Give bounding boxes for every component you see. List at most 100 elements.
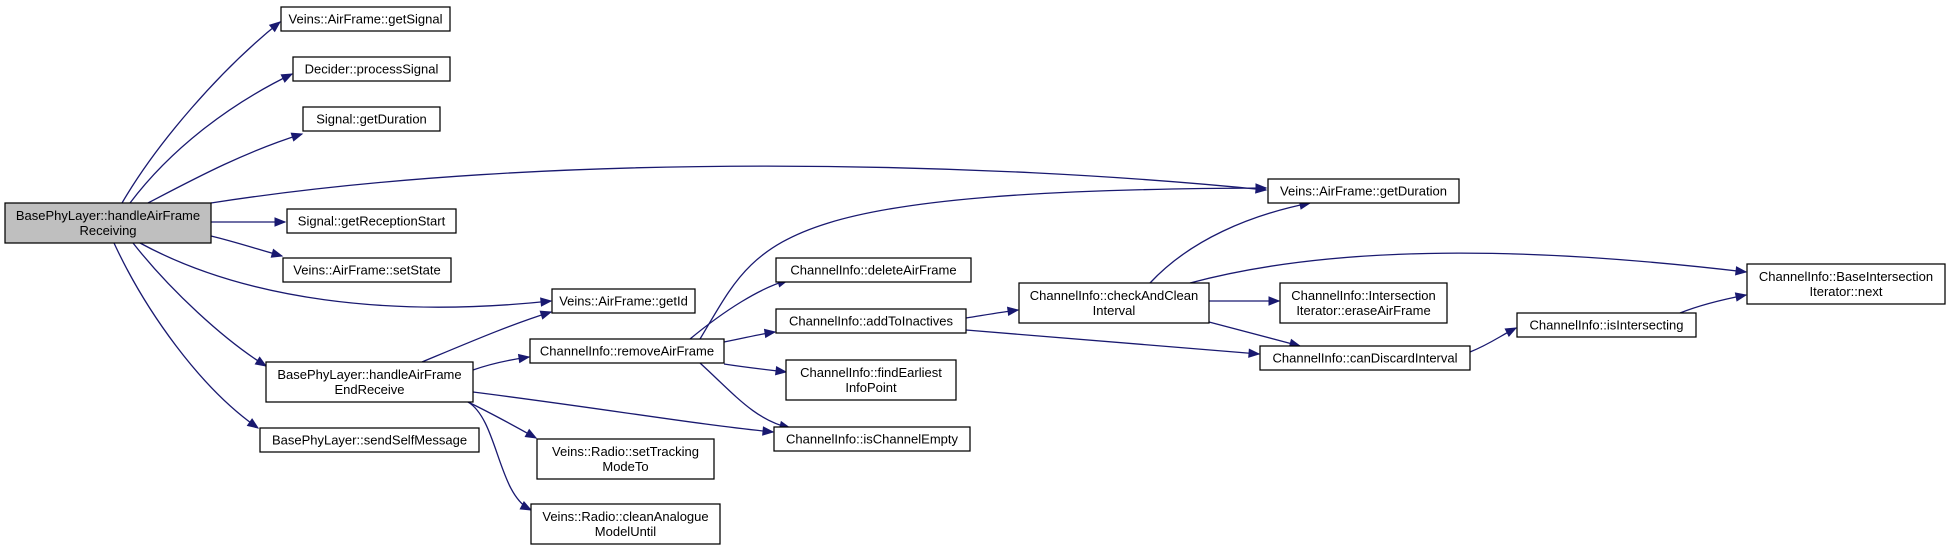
node-box xyxy=(785,359,957,401)
node-setState[interactable]: Veins::AirFrame::setState xyxy=(282,257,452,283)
node-isIntersecting[interactable]: ChannelInfo::isIntersecting xyxy=(1516,312,1697,338)
node-box xyxy=(265,361,474,403)
edge-arrowhead xyxy=(1006,306,1020,317)
edge-line xyxy=(699,187,1267,340)
node-box xyxy=(530,503,721,545)
edge-line xyxy=(1149,202,1311,284)
node-label: ChannelInfo::isChannelEmpty xyxy=(786,432,958,447)
edge-line xyxy=(210,165,1267,204)
edge-line xyxy=(129,73,293,204)
node-label: Signal::getDuration xyxy=(316,112,427,127)
edge-addToInactives-to-canDiscard xyxy=(965,329,1261,358)
edge-root-to-getReceptionStart xyxy=(211,217,287,227)
node-box xyxy=(536,438,715,480)
edge-isIntersecting-to-biNext xyxy=(1679,292,1748,314)
node-getReceptionStart[interactable]: Signal::getReceptionStart xyxy=(286,208,457,234)
edge-endReceive-to-cleanAnalogue xyxy=(467,401,533,511)
node-box xyxy=(1018,282,1210,324)
edge-arrowhead xyxy=(274,217,287,227)
edge-root-to-endReceive xyxy=(132,242,268,367)
node-deleteAirFrame[interactable]: ChannelInfo::deleteAirFrame xyxy=(775,257,972,283)
node-afGetDuration[interactable]: Veins::AirFrame::getDuration xyxy=(1267,178,1460,204)
node-label: Decider::processSignal xyxy=(305,62,439,77)
edge-checkAndClean-to-eraseAirFrame xyxy=(1208,296,1281,306)
edge-arrowhead xyxy=(268,21,282,33)
edge-endReceive-to-setTracking xyxy=(467,401,538,439)
edge-root-to-processSignal xyxy=(129,73,294,204)
node-label: Veins::AirFrame::getDuration xyxy=(1280,184,1447,199)
node-box xyxy=(1746,263,1946,305)
node-label: ChannelInfo::checkAndClean xyxy=(1030,288,1198,303)
edge-arrowhead xyxy=(254,356,268,367)
node-label: Veins::Radio::setTracking xyxy=(552,444,699,459)
node-box xyxy=(773,426,971,452)
edge-removeAirFrame-to-addToInactives xyxy=(723,328,777,343)
node-box xyxy=(259,427,480,453)
node-addToInactives[interactable]: ChannelInfo::addToInactives xyxy=(775,308,967,334)
node-label: ModeTo xyxy=(602,459,648,474)
edge-root-to-sendSelf xyxy=(113,242,260,429)
edge-root-to-getId xyxy=(139,242,553,308)
node-getId[interactable]: Veins::AirFrame::getId xyxy=(551,288,696,314)
node-sigGetDuration[interactable]: Signal::getDuration xyxy=(302,106,441,132)
edge-endReceive-to-isChannelEmpty xyxy=(472,391,775,436)
edge-arrowhead xyxy=(524,428,538,439)
node-label: ChannelInfo::findEarliest xyxy=(800,365,942,380)
edge-line xyxy=(113,242,259,429)
edge-arrowhead xyxy=(1504,327,1518,337)
edge-line xyxy=(210,235,283,257)
node-removeAirFrame[interactable]: ChannelInfo::removeAirFrame xyxy=(529,338,725,364)
node-label: ChannelInfo::isIntersecting xyxy=(1530,318,1684,333)
edge-arrowhead xyxy=(290,132,304,142)
node-label: ChannelInfo::addToInactives xyxy=(789,314,954,329)
edge-removeAirFrame-to-afGetDuration xyxy=(699,183,1268,340)
node-label: Veins::AirFrame::getId xyxy=(559,294,688,309)
node-label: ChannelInfo::canDiscardInterval xyxy=(1273,351,1458,366)
node-canDiscard[interactable]: ChannelInfo::canDiscardInterval xyxy=(1259,345,1471,371)
edge-line xyxy=(965,329,1260,355)
node-box xyxy=(286,208,457,234)
node-label: Interval xyxy=(1093,303,1136,318)
node-biNext[interactable]: ChannelInfo::BaseIntersectionIterator::n… xyxy=(1746,263,1946,305)
node-label: EndReceive xyxy=(334,382,404,397)
node-getSignal[interactable]: Veins::AirFrame::getSignal xyxy=(280,6,451,32)
node-isChannelEmpty[interactable]: ChannelInfo::isChannelEmpty xyxy=(773,426,971,452)
edge-root-to-getSignal xyxy=(121,21,282,204)
node-box xyxy=(551,288,696,314)
edge-arrowhead xyxy=(1734,292,1748,302)
node-label: InfoPoint xyxy=(845,380,897,395)
node-box xyxy=(282,257,452,283)
edge-arrowhead xyxy=(1735,266,1748,276)
node-label: Veins::AirFrame::setState xyxy=(293,263,440,278)
edge-arrowhead xyxy=(762,426,775,436)
node-box xyxy=(4,202,212,244)
edge-arrowhead xyxy=(1248,348,1261,358)
node-box xyxy=(292,56,451,82)
node-label: Veins::AirFrame::getSignal xyxy=(289,12,443,27)
node-label: Veins::Radio::cleanAnalogue xyxy=(542,509,708,524)
edge-arrowhead xyxy=(280,73,294,83)
edge-line xyxy=(121,21,281,204)
node-label: Receiving xyxy=(79,223,136,238)
node-label: ChannelInfo::deleteAirFrame xyxy=(790,263,956,278)
edge-arrowhead xyxy=(1268,296,1281,306)
node-processSignal[interactable]: Decider::processSignal xyxy=(292,56,451,82)
node-eraseAirFrame[interactable]: ChannelInfo::IntersectionIterator::erase… xyxy=(1279,282,1448,324)
edge-arrowhead xyxy=(774,366,788,376)
node-label: ChannelInfo::BaseIntersection xyxy=(1759,269,1933,284)
node-label: ChannelInfo::Intersection xyxy=(1291,288,1436,303)
node-sendSelf[interactable]: BasePhyLayer::sendSelfMessage xyxy=(259,427,480,453)
node-box xyxy=(1516,312,1697,338)
edge-line xyxy=(467,401,532,511)
edge-arrowhead xyxy=(519,500,533,511)
node-box xyxy=(775,308,967,334)
edge-addToInactives-to-checkAndClean xyxy=(965,306,1020,319)
edge-removeAirFrame-to-findEarliest xyxy=(723,363,788,376)
